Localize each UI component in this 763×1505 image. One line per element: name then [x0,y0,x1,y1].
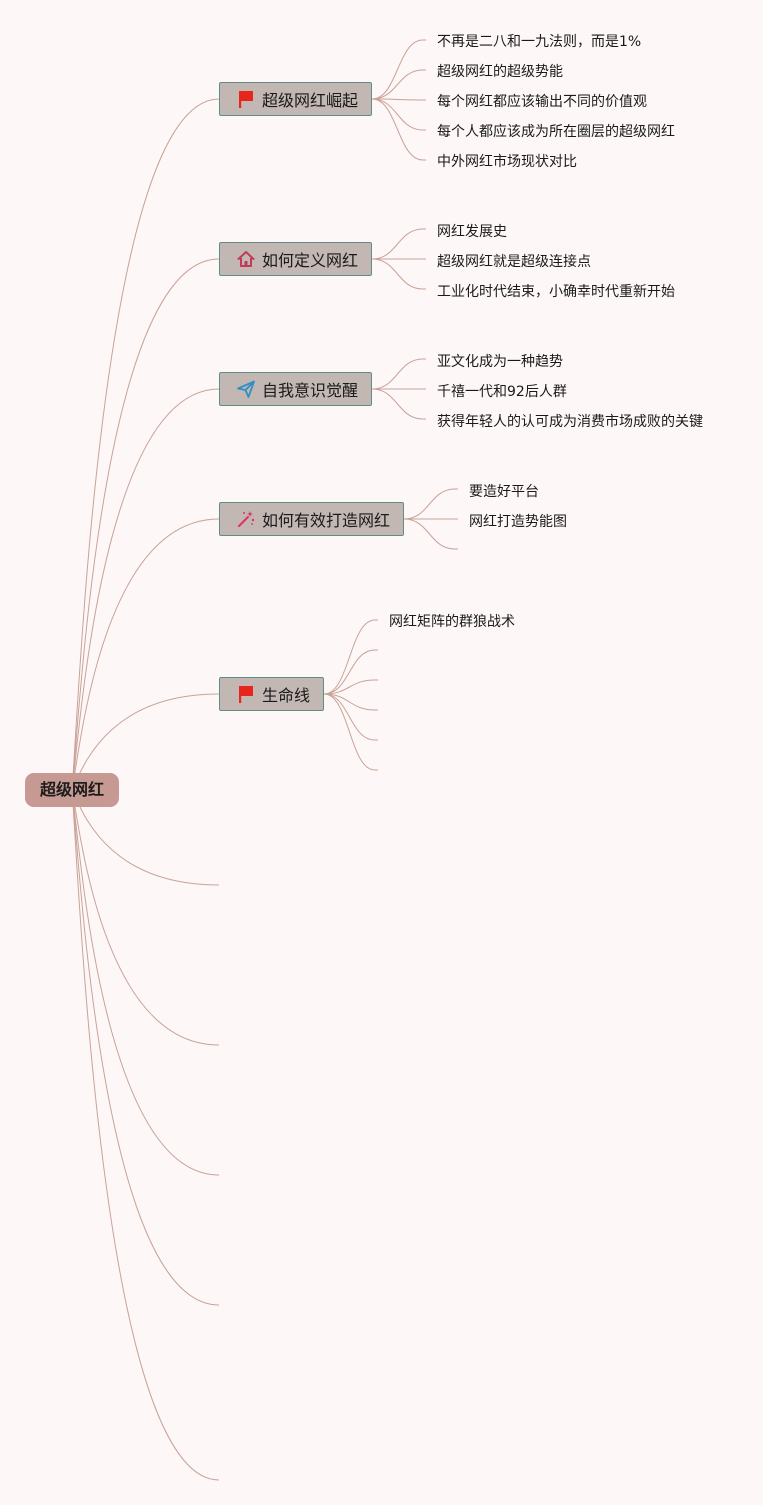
branch-topic-awakening[interactable]: 自我意识觉醒 [219,372,372,406]
leaf-item[interactable]: 工业化时代结束，小确幸时代重新开始 [437,284,675,300]
branch-label: 如何定义网红 [262,251,359,270]
root-connector [71,789,220,1306]
magic-wand-icon [236,509,256,529]
child-connector [323,619,376,695]
child-connector [323,679,376,695]
leaf-item[interactable]: 每个人都应该成为所在圈层的超级网红 [437,124,675,140]
leaf-item[interactable]: 中外网红市场现状对比 [437,154,577,170]
root-topic[interactable]: 超级网红 [25,773,119,807]
child-connector [371,69,424,100]
child-connector [403,518,456,550]
root-connector [71,258,220,791]
child-connector [371,228,424,260]
branch-label: 如何有效打造网红 [262,511,391,530]
leaf-item[interactable]: 网红打造势能图 [469,514,567,530]
root-connector [71,789,220,1481]
child-connector [371,39,424,100]
root-connector [71,789,220,1046]
child-connector [323,693,376,741]
paper-plane-icon [236,379,256,399]
leaf-item[interactable]: 网红发展史 [437,224,507,240]
leaf-item[interactable]: 获得年轻人的认可成为消费市场成败的关键 [437,414,703,430]
child-connector [371,98,424,161]
branch-label: 生命线 [262,686,311,705]
branch-topic-lifeline[interactable]: 生命线 [219,677,324,711]
branch-label: 自我意识觉醒 [262,381,359,400]
child-connector [403,488,456,520]
root-connector [71,98,220,791]
leaf-item[interactable]: 不再是二八和一九法则，而是1% [437,34,642,50]
red-flag-icon [236,684,256,704]
branch-topic-build[interactable]: 如何有效打造网红 [219,502,404,536]
red-flag-icon [236,89,256,109]
child-connector [371,358,424,390]
branch-label: 超级网红崛起 [262,91,359,110]
branch-topic-define[interactable]: 如何定义网红 [219,242,372,276]
root-connector [71,518,220,791]
leaf-item[interactable]: 网红矩阵的群狼战术 [389,614,515,630]
child-connector [371,98,424,131]
leaf-item[interactable]: 亚文化成为一种趋势 [437,354,563,370]
child-connector [371,388,424,420]
root-connector [71,789,220,1176]
leaf-item[interactable]: 超级网红就是超级连接点 [437,254,591,270]
leaf-item[interactable]: 超级网红的超级势能 [437,64,563,80]
leaf-item[interactable]: 每个网红都应该输出不同的价值观 [437,94,647,110]
child-connector [371,258,424,290]
leaf-item[interactable]: 千禧一代和92后人群 [437,384,567,400]
leaf-item[interactable]: 要造好平台 [469,484,539,500]
child-connector [371,98,424,101]
house-icon [236,249,256,269]
child-connector [323,693,376,771]
child-connector [323,649,376,695]
child-connector [323,693,376,711]
branch-topic-rise[interactable]: 超级网红崛起 [219,82,372,116]
root-connector [71,388,220,791]
